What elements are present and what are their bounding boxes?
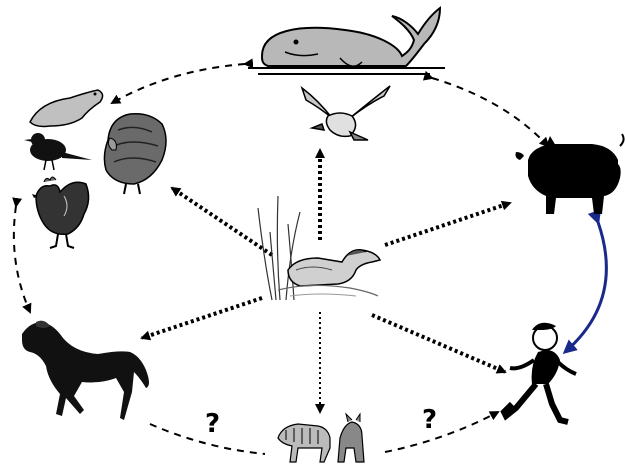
unknown-link-label-left: ? (205, 409, 220, 439)
link-cats-human (385, 412, 498, 452)
outer-ring-links (14, 64, 548, 454)
whale-icon (248, 8, 445, 74)
rooster-icon (32, 177, 89, 248)
songbird-icon (24, 133, 92, 170)
horse-icon (22, 321, 149, 420)
duck-in-reeds-icon (258, 196, 380, 300)
link-birds-horse (14, 206, 30, 312)
unknown-link-label-right: ? (422, 405, 437, 435)
spoke-to-horse (142, 298, 262, 338)
turkey-icon (104, 114, 166, 194)
link-whale-pig (432, 78, 548, 146)
link-human-pig (565, 222, 606, 352)
spoke-to-pig (385, 203, 510, 245)
seal-icon (30, 90, 103, 127)
walking-man-icon (504, 323, 576, 422)
spoke-to-human (372, 315, 505, 372)
birds-cluster (24, 90, 166, 248)
tiger-and-cat-icon (278, 414, 364, 462)
spoke-to-turkey (172, 188, 272, 255)
seagull-icon (302, 86, 390, 140)
pig-icon (516, 134, 624, 214)
link-whale-birds (112, 64, 245, 103)
